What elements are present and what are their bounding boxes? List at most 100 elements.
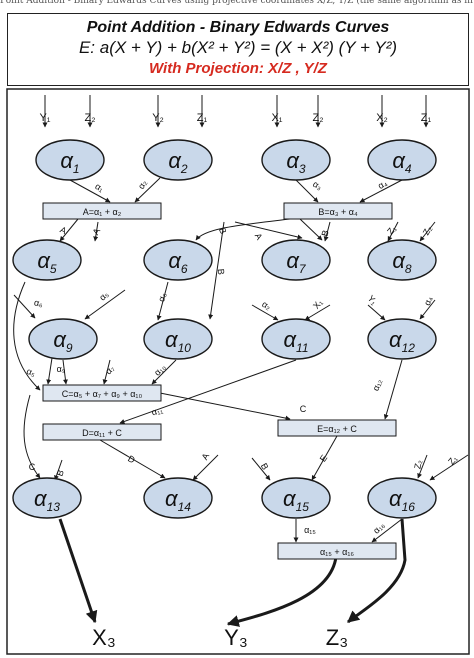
edge-arrow-12 [359,179,403,203]
node-ellipse [261,318,331,360]
edge-label-E15: E [318,453,330,464]
curve-equation: E: a(X + Y) + b(X² + Y²) = (X + X²) (Y +… [78,38,398,57]
edge-label-a9c: α₉ [57,364,66,374]
edge-arrow-24 [156,281,169,321]
edge-label-A7: A [253,231,265,241]
diagram-frame [6,88,470,655]
edge-arrow-30 [46,357,53,385]
op-box [277,419,397,437]
edge-label-Z2d: Z₂ [412,459,423,470]
edge-arrow-31 [102,359,111,385]
edge-arrow-46 [371,518,403,543]
edge-arrow-14 [93,221,99,242]
projection-note: With Projection: X/Z , Y/Z [149,60,327,77]
edge-label-a12: α₁₂ [370,377,384,392]
edge-label-B15: B [259,461,271,471]
input-label-z1b: Z₁ [421,112,432,124]
edge-label-a6_9: α₆ [33,297,44,308]
op-boxC: C=α₅ + α₇ + α₉ + α₁₀ [42,384,162,402]
edge-label-B7: B [319,229,330,237]
op-boxB: B=α₃ + α₄ [283,202,393,220]
node-ellipse [35,139,105,181]
op-box [277,542,397,560]
node-ellipse [143,139,213,181]
edge-label-X1: X₁ [311,297,324,310]
edge-arrow-35 [383,359,403,420]
op-box [42,384,162,402]
output-arrow-z3 [347,518,407,624]
op-label: α₁₅ + α₁₆ [320,547,354,557]
input-label-x2: X₂ [376,112,388,124]
edge-label-a16: α₁₆ [371,520,387,536]
output-arrow-y3 [226,556,338,627]
edge-arrow-38 [54,459,63,481]
edge-arrow-10 [134,177,161,203]
edge-label-a7c: α₇ [103,363,116,376]
edge-label-D14: D [126,453,137,465]
edge-arrow-25 [251,304,279,321]
edge-label-a2: α₂ [136,178,149,191]
node-alpha-7: α7 [261,239,331,281]
node-alpha-5: α5 [12,239,82,281]
edge-arrow-28 [419,299,436,320]
op-box [42,423,162,441]
edge-label-a2_11: α₂ [260,299,273,312]
edge-label-A5: A [58,224,68,236]
edge-arrow-20 [387,221,399,242]
input-label-z2a: Z₂ [85,112,96,124]
node-ellipse [367,477,437,519]
input-label-y2: Y₂ [152,112,164,124]
node-ellipse [367,318,437,360]
node-alpha-13: α13 [12,477,82,519]
node-alpha-1: α1 [35,139,105,181]
edge-label-a3: α₃ [311,179,324,192]
op-boxA: A=α₁ + α₂ [42,202,162,220]
edge-label-a6_10: α₆ [156,291,168,302]
node-ellipse [261,477,331,519]
op-label: D=α₁₁ + C [82,428,122,438]
edge-arrow-22 [13,294,36,319]
edges-layer [13,95,469,627]
edge-label-C13: C [29,462,36,472]
input-label-z1a: Z₁ [197,112,208,124]
edge-label-a5c: α₅ [25,366,37,379]
edge-arrow-15 [195,218,291,241]
edge-label-a5_9: α₅ [97,289,111,303]
node-alpha-16: α16 [367,477,437,519]
op-label: A=α₁ + α₂ [83,207,122,217]
edge-label-CE: C [300,404,307,414]
op-label: C=α₅ + α₇ + α₉ + α₁₀ [62,389,143,399]
edge-arrow-41 [251,457,271,481]
node-alpha-10: α10 [143,318,213,360]
edge-arrow-19 [323,221,331,242]
node-alpha-14: α14 [143,477,213,519]
op-box [283,202,393,220]
node-ellipse [143,477,213,519]
node-alpha-8: α8 [367,239,437,281]
input-label-x1: X₁ [271,112,282,124]
edge-label-a4_12: α₄ [422,295,435,307]
output-arrow-x3 [58,518,98,624]
edge-arrow-32 [151,359,177,385]
top-caption: Point Addition - Binary Edwards Curves u… [0,0,474,6]
edge-arrow-39 [99,439,166,479]
diagram-header: Point Addition - Binary Edwards Curves E… [7,13,469,86]
edge-arrow-16 [299,218,323,241]
input-label-z2b: Z₂ [313,112,324,124]
edge-arrow-40 [192,454,219,481]
op-label: B=α₃ + α₄ [318,207,358,217]
node-ellipse [261,139,331,181]
edge-label-B6: B [217,226,229,236]
output-y3: Y₃ [224,625,248,650]
output-z3: Z₃ [326,625,348,650]
node-ellipse [261,239,331,281]
node-ellipse [12,477,82,519]
edge-label-a10c: α₁₀ [152,362,168,378]
node-alpha-15: α15 [261,477,331,519]
edge-label-B10: B [216,268,226,275]
op-box [42,202,162,220]
op-boxD: D=α₁₁ + C [42,423,162,441]
edge-label-A5b: A [91,226,103,236]
node-ellipse [143,318,213,360]
